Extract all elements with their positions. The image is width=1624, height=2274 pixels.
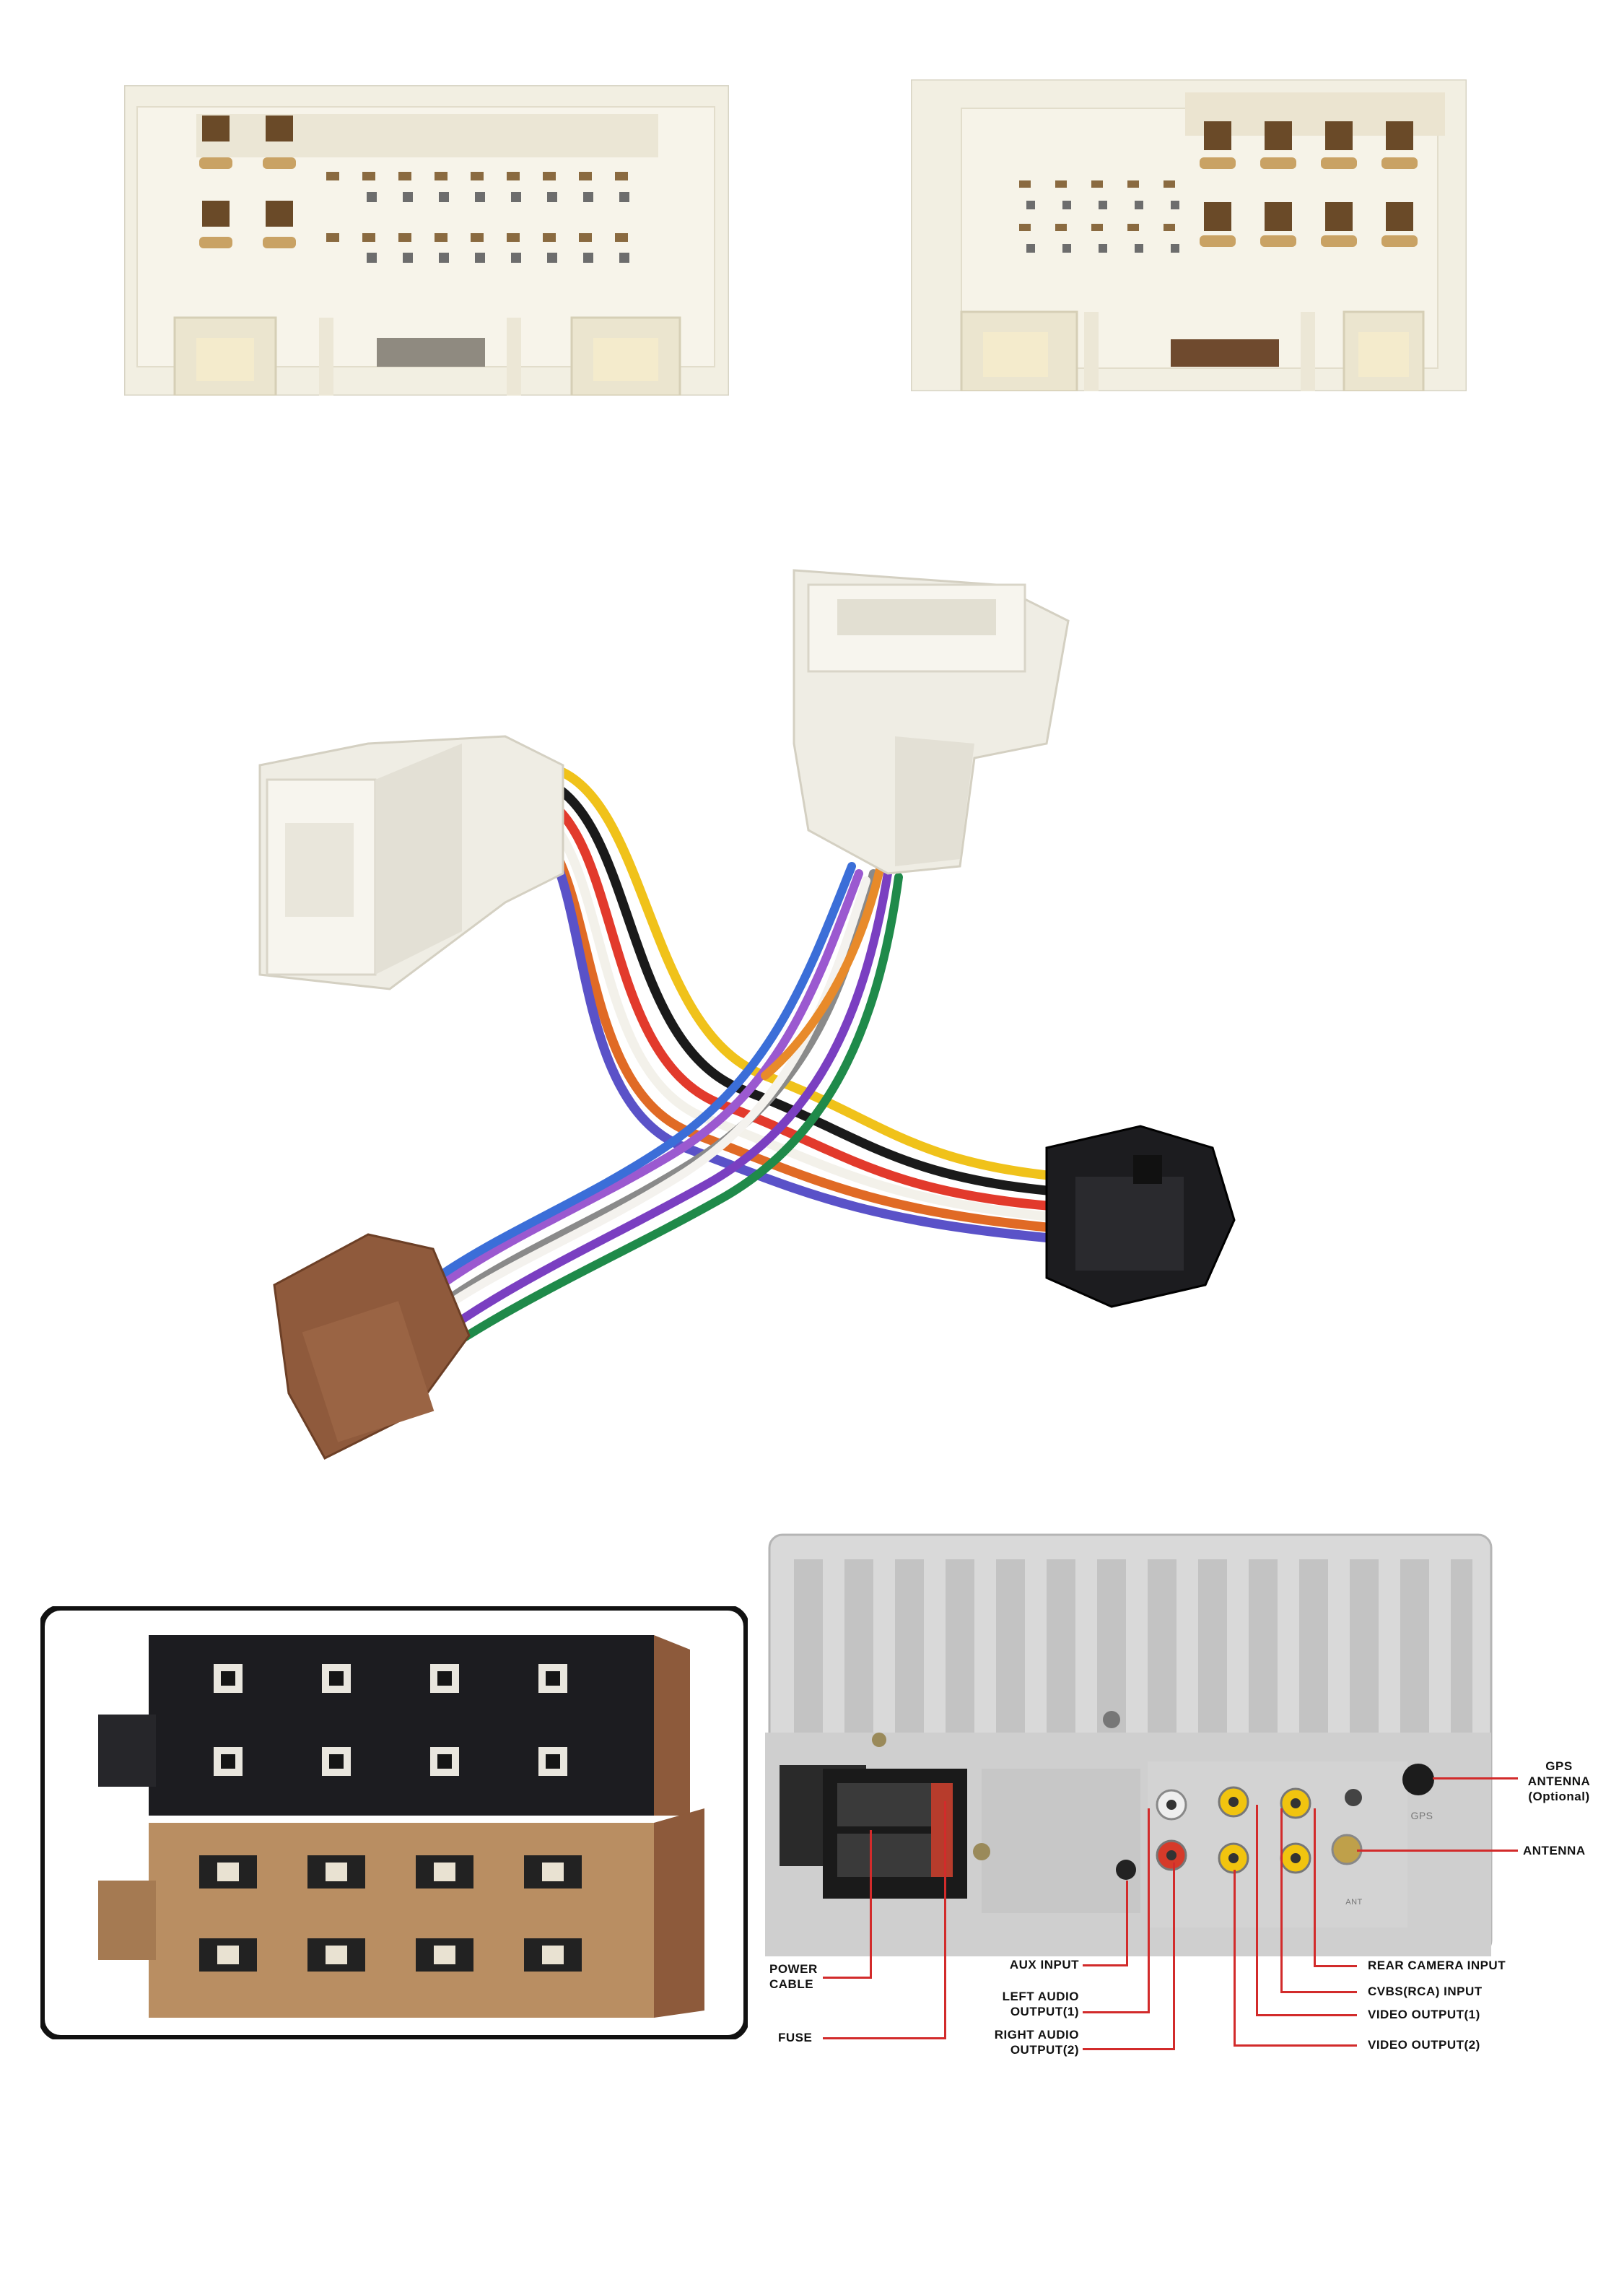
leader-video2-h bbox=[1234, 2044, 1357, 2047]
label-video-output-1: VIDEO OUTPUT(1) bbox=[1368, 2008, 1480, 2021]
leader-power-h bbox=[823, 1977, 872, 1979]
leader-fuse-v bbox=[944, 1801, 946, 2039]
label-left-audio-output-1: LEFT AUDIO OUTPUT(1) bbox=[1002, 1990, 1079, 2018]
leader-aux-v bbox=[1126, 1881, 1128, 1966]
radio-back-panel-photo: GPS ANT bbox=[765, 1530, 1624, 2079]
leader-power-v bbox=[870, 1830, 872, 1978]
leader-fuse-h bbox=[823, 2037, 946, 2039]
leader-right-audio-v bbox=[1173, 1863, 1175, 2050]
leader-cvbs-v bbox=[1280, 1808, 1283, 1992]
leader-video1-h bbox=[1256, 2014, 1357, 2016]
ant-port-label: ANT bbox=[1345, 1898, 1363, 1907]
label-gps-antenna: GPS ANTENNA (Optional) bbox=[1527, 1759, 1591, 1803]
leader-cvbs-h bbox=[1280, 1991, 1357, 1993]
leader-rear-camera-h bbox=[1314, 1965, 1357, 1967]
leader-antenna bbox=[1357, 1850, 1518, 1852]
label-video-output-2: VIDEO OUTPUT(2) bbox=[1368, 2038, 1480, 2052]
leader-left-audio-v bbox=[1148, 1808, 1150, 2013]
label-fuse: FUSE bbox=[778, 2031, 813, 2044]
leader-video1-v bbox=[1256, 1805, 1258, 2016]
leader-left-audio-h bbox=[1083, 2011, 1150, 2013]
leader-rear-camera-v bbox=[1314, 1808, 1316, 1967]
leader-right-audio-h bbox=[1083, 2048, 1175, 2050]
leader-aux-h bbox=[1083, 1964, 1128, 1966]
label-aux-input: AUX INPUT bbox=[1009, 1958, 1079, 1972]
label-rear-camera-input: REAR CAMERA INPUT bbox=[1368, 1959, 1506, 1972]
label-power-cable: POWER CABLE bbox=[769, 1962, 818, 1991]
leader-gps bbox=[1433, 1777, 1518, 1779]
iso-closeup-photo bbox=[40, 1606, 748, 2039]
wiring-harness-photo bbox=[245, 527, 1270, 1473]
connector-left-photo bbox=[124, 85, 729, 396]
gps-port-label: GPS bbox=[1410, 1810, 1433, 1821]
leader-video2-v bbox=[1234, 1870, 1236, 2046]
label-right-audio-output-2: RIGHT AUDIO OUTPUT(2) bbox=[994, 2028, 1079, 2057]
label-antenna: ANTENNA bbox=[1523, 1844, 1586, 1857]
label-cvbs-rca-input: CVBS(RCA) INPUT bbox=[1368, 1985, 1483, 1998]
connector-right-photo bbox=[911, 79, 1467, 391]
